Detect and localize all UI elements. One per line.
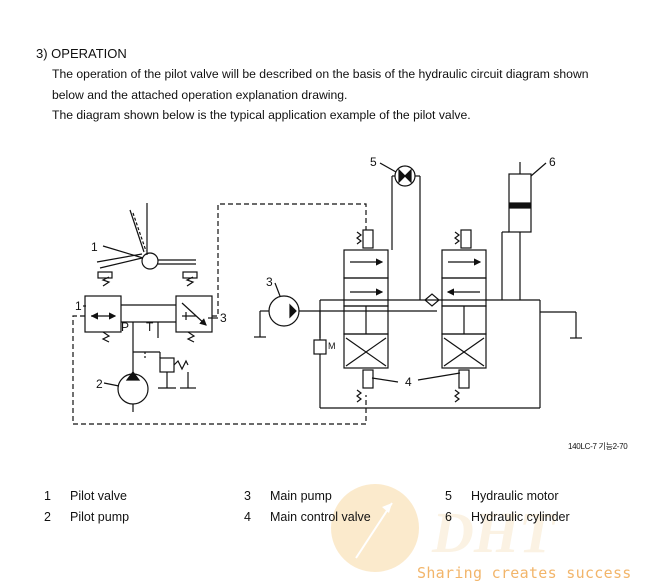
legend-number-4: 4 [244, 510, 251, 524]
hydraulic-cylinder [501, 162, 532, 300]
legend-label-main-control-valve: Main control valve [270, 510, 371, 524]
legend-number-5: 5 [445, 489, 452, 503]
paragraph-line-1: The operation of the pilot valve will be… [52, 67, 589, 81]
port-label-t: T [146, 320, 154, 334]
callout-3-pilot: 3 [220, 311, 227, 325]
callout-5: 5 [370, 155, 377, 169]
legend-label-hydraulic-cylinder: Hydraulic cylinder [471, 510, 570, 524]
legend-label-hydraulic-motor: Hydraulic motor [471, 489, 559, 503]
svg-text:DHT: DHT [431, 500, 557, 565]
pilot-pump [117, 351, 196, 412]
callout-6: 6 [549, 155, 556, 169]
callout-2: 2 [96, 377, 103, 391]
callout-4: 4 [405, 375, 412, 389]
figure-code: 140LC-7 기능2-70 [568, 442, 628, 451]
legend-number-6: 6 [445, 510, 452, 524]
legend-number-3: 3 [244, 489, 251, 503]
main-control-valve-right [441, 229, 487, 403]
main-control-valve-left [343, 229, 389, 403]
port-label-m: M [328, 341, 336, 351]
hydraulic-motor [391, 165, 440, 307]
pilot-lines [72, 203, 367, 425]
port-label-p: P [121, 320, 130, 334]
callout-1-top: 1 [91, 240, 98, 254]
paragraph-line-3: The diagram shown below is the typical a… [52, 108, 471, 122]
callout-3-main-pump: 3 [266, 275, 273, 289]
legend-number-2: 2 [44, 510, 51, 524]
legend-label-pilot-valve: Pilot valve [70, 489, 127, 503]
section-heading: 3) OPERATION [36, 46, 127, 61]
legend-label-main-pump: Main pump [270, 489, 332, 503]
legend-label-pilot-pump: Pilot pump [70, 510, 130, 524]
legend-number-1: 1 [44, 489, 51, 503]
main-pump [254, 295, 540, 409]
watermark-logo: DHT [331, 484, 557, 572]
paragraph-line-2: below and the attached operation explana… [52, 88, 348, 102]
watermark-tagline: Sharing creates success [417, 564, 632, 582]
callout-1-left: 1 [75, 299, 82, 313]
